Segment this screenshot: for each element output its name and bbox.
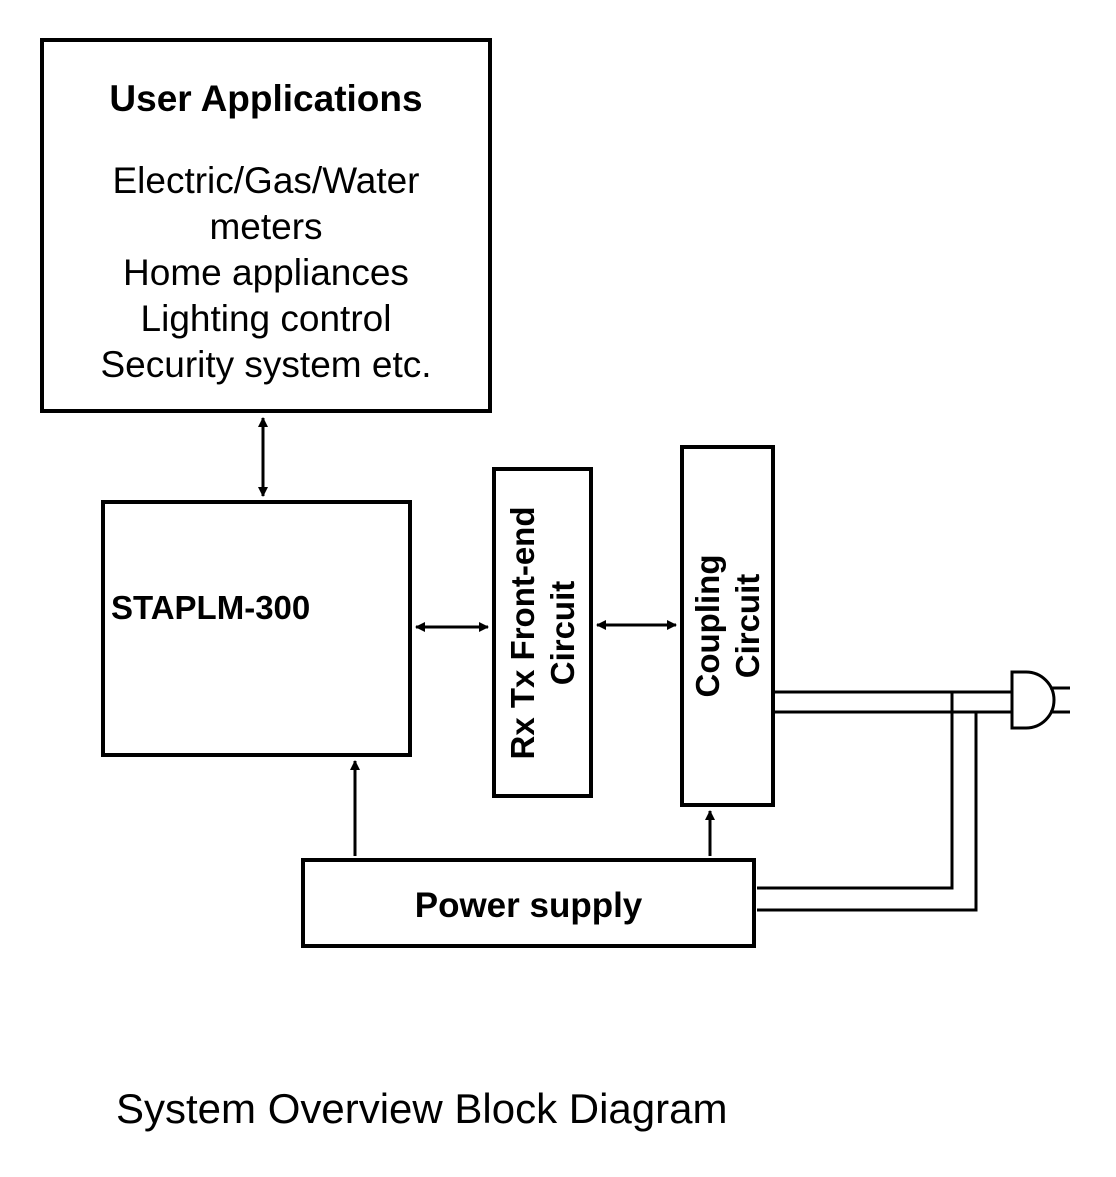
front-end-label-line2: Circuit [543,506,583,759]
user-applications-list: Electric/Gas/Water meters Home appliance… [44,158,488,388]
user-applications-block: User Applications Electric/Gas/Water met… [40,38,492,413]
controller-block: STAPLM-300 [101,500,412,757]
front-end-label: Rx Tx Front-end Circuit [503,506,583,759]
user-applications-title: User Applications [44,78,488,120]
user-application-item: Home appliances [44,250,488,296]
coupling-label: Coupling Circuit [688,555,768,698]
user-application-item: Security system etc. [44,342,488,388]
front-end-block: Rx Tx Front-end Circuit [492,467,593,798]
diagram-caption: System Overview Block Diagram [116,1085,727,1133]
user-application-item: Electric/Gas/Water [44,158,488,204]
coupling-label-line2: Circuit [728,555,768,698]
front-end-label-line1: Rx Tx Front-end [503,506,543,759]
power-plug-icon [1012,672,1070,728]
user-application-item: Lighting control [44,296,488,342]
coupling-label-line1: Coupling [688,555,728,698]
coupling-block: Coupling Circuit [680,445,775,807]
controller-label: STAPLM-300 [111,589,310,627]
power-supply-block: Power supply [301,858,756,948]
mains-wires [757,692,1012,910]
power-supply-label: Power supply [305,886,752,926]
user-application-item: meters [44,204,488,250]
